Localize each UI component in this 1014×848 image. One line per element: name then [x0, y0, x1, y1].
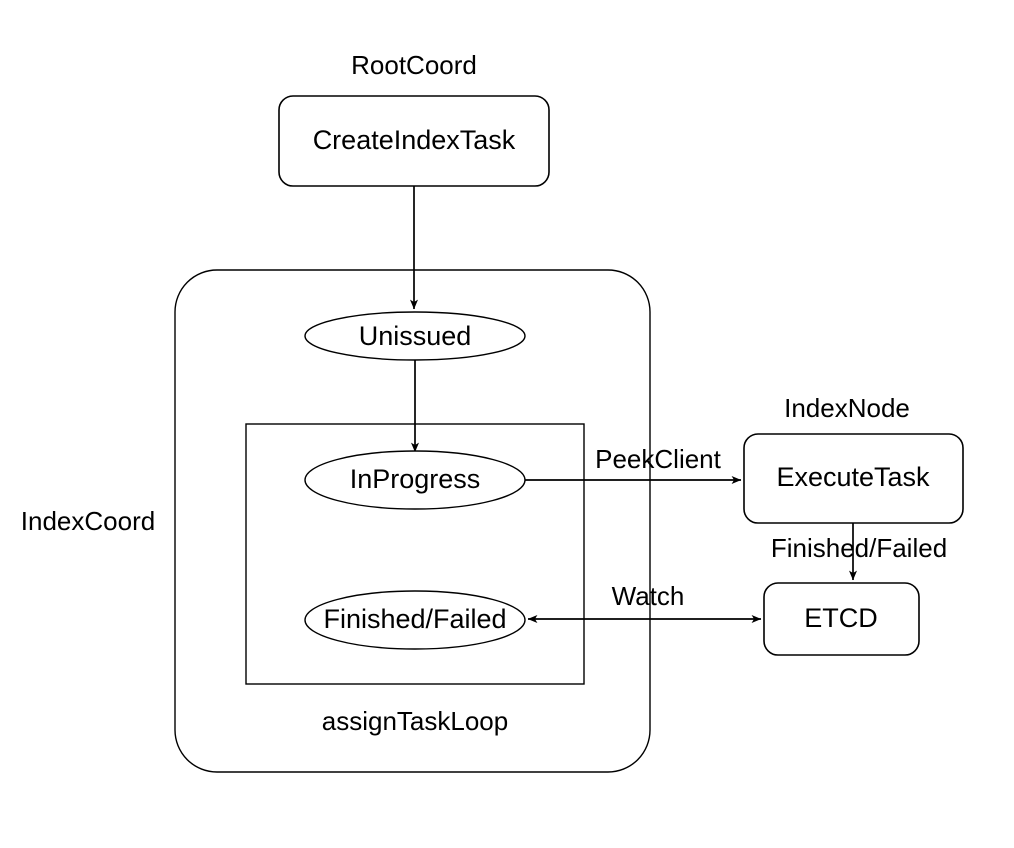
- group-indexcoord-label: IndexCoord: [21, 506, 155, 536]
- node-execute-task[interactable]: [743, 433, 964, 524]
- group-indexnode-label: IndexNode: [784, 393, 910, 423]
- edge-label-watch: Watch: [612, 581, 685, 611]
- edge-label-peekclient: PeekClient: [595, 444, 722, 474]
- edge-label-finished-failed: Finished/Failed: [771, 533, 947, 563]
- node-unissued[interactable]: [304, 311, 526, 361]
- node-etcd[interactable]: [763, 582, 920, 656]
- node-in-progress[interactable]: [304, 450, 526, 510]
- node-finished-failed-state-label: Finished/Failed: [323, 604, 506, 634]
- group-assigntaskloop-label: assignTaskLoop: [322, 706, 508, 736]
- node-unissued-label: Unissued: [359, 321, 472, 351]
- node-execute-task-label: ExecuteTask: [776, 462, 930, 492]
- group-indexcoord-boundary: [174, 269, 651, 773]
- node-create-index-task[interactable]: [278, 95, 550, 187]
- node-finished-failed-state[interactable]: [304, 590, 526, 650]
- node-etcd-label: ETCD: [804, 603, 878, 633]
- node-create-index-task-label: CreateIndexTask: [313, 125, 516, 155]
- node-in-progress-label: InProgress: [350, 464, 481, 494]
- group-rootcoord-label: RootCoord: [351, 50, 477, 80]
